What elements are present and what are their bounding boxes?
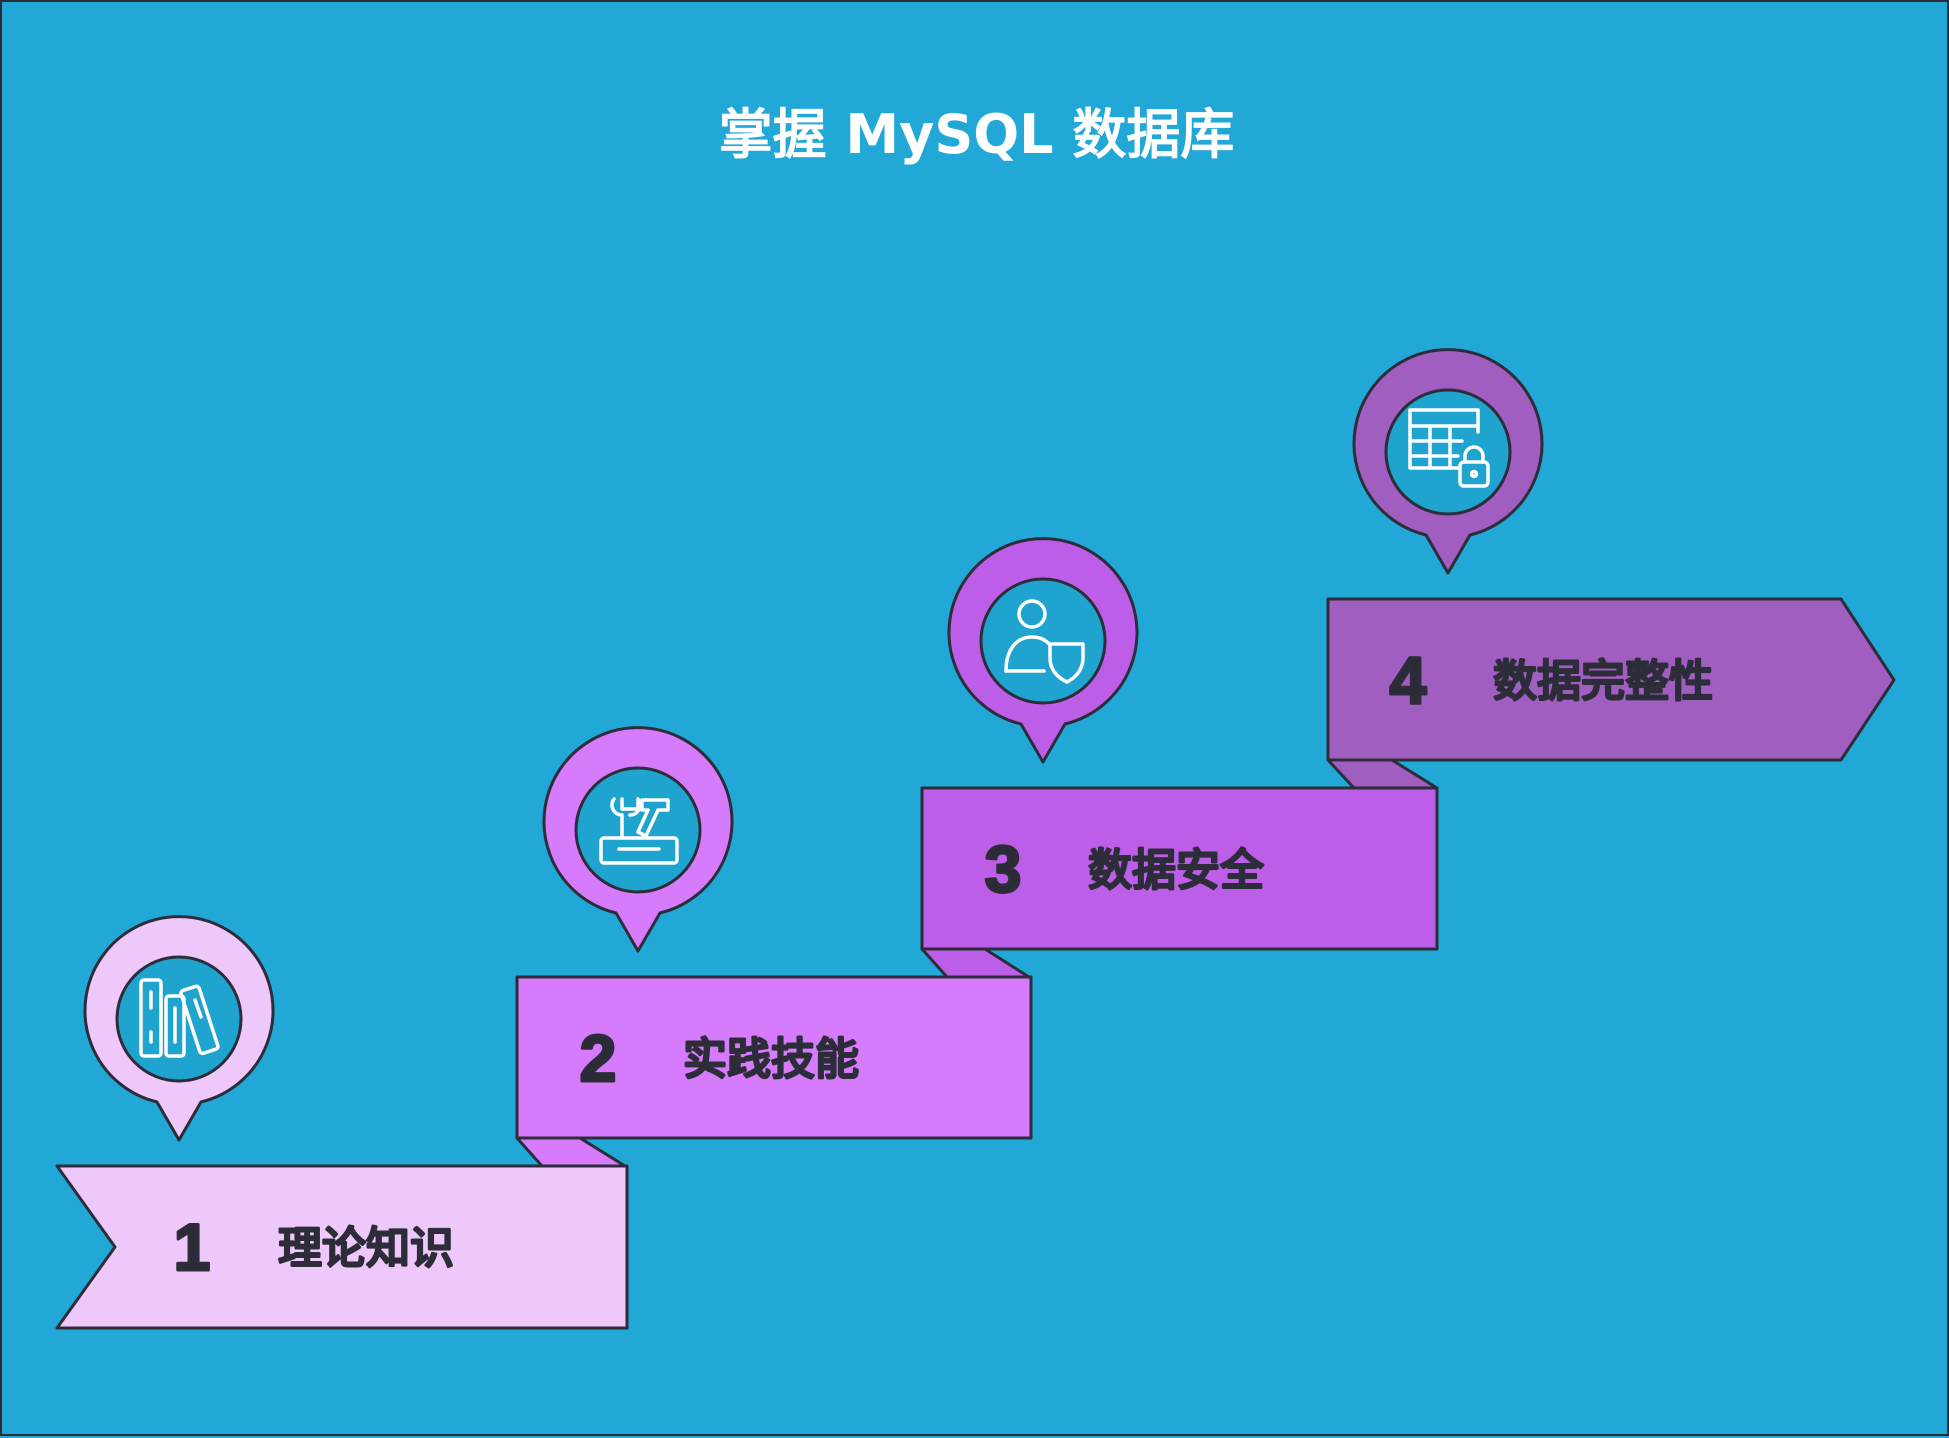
step-1-icon-circle (115, 955, 243, 1083)
books-icon (139, 978, 220, 1058)
step-3: 3 数据安全 (920, 786, 1439, 951)
step-3-label: 数据安全 (1088, 845, 1264, 896)
step-1-pin (83, 915, 275, 1142)
step-1: 1 理论知识 (55, 1164, 629, 1330)
step-4-pin (1352, 348, 1544, 575)
step-1-ribbon (55, 1164, 629, 1330)
fold-connector-3-4 (1326, 758, 1439, 790)
toolbox-icon (599, 797, 679, 865)
step-4-label: 数据完整性 (1493, 656, 1713, 707)
step-2-number: 2 (580, 1021, 617, 1095)
fold-connector-1-2 (515, 1136, 627, 1168)
step-2-ribbon (515, 975, 1033, 1140)
table-lock-icon (1408, 408, 1490, 488)
step-3-pin (947, 537, 1139, 764)
step-2: 2 实践技能 (515, 975, 1033, 1140)
step-2-label: 实践技能 (683, 1034, 859, 1085)
step-1-number: 1 (174, 1210, 211, 1284)
step-3-ribbon (920, 786, 1439, 951)
step-4: 4 数据完整性 (1326, 597, 1896, 762)
user-shield-icon (1004, 599, 1085, 684)
step-3-number: 3 (985, 832, 1022, 906)
step-1-label: 理论知识 (278, 1223, 454, 1274)
step-4-number: 4 (1390, 643, 1427, 717)
step-4-ribbon (1326, 597, 1896, 762)
fold-connector-2-3 (920, 947, 1031, 979)
diagram-title: 掌握 MySQL 数据库 (718, 103, 1235, 166)
